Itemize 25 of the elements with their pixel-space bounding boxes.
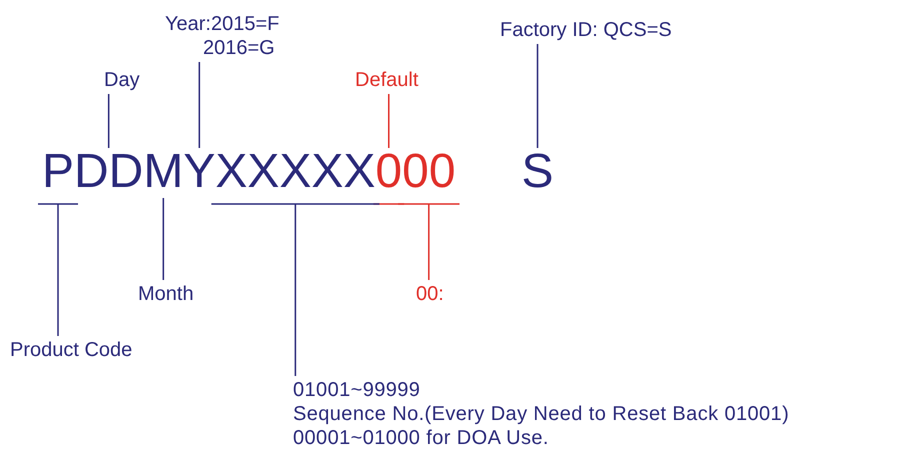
label-text: 01001~99999	[293, 378, 422, 402]
code-characters: Y	[183, 152, 216, 192]
code-characters: S	[522, 152, 554, 192]
leader-line	[108, 94, 110, 148]
leader-line	[397, 203, 460, 281]
label-text: Factory ID: QCS=S	[500, 18, 672, 42]
leader-line	[37, 203, 79, 337]
code-characters: 0	[375, 152, 402, 192]
label-text: Year:2015=F 2016=G	[165, 12, 353, 60]
label-text: Day	[104, 68, 140, 92]
code-characters: P	[42, 152, 74, 192]
label-text: 00001~01000 for DOA Use.	[293, 426, 550, 450]
label-text: Sequence No.(Every Day Need to Reset Back 01001)	[293, 402, 790, 426]
label-text: Default	[355, 68, 418, 92]
leader-line	[198, 62, 200, 148]
label-text: Month	[138, 282, 194, 306]
label-text: 00:	[416, 282, 444, 306]
leader-line	[536, 44, 538, 148]
leader-line	[162, 198, 164, 280]
code-characters: XXXXX	[215, 152, 376, 192]
label-text: Product Code	[10, 338, 132, 362]
code-characters: M	[143, 152, 184, 192]
leader-line	[210, 203, 380, 377]
code-characters: DD	[74, 152, 144, 192]
code-characters: 00	[402, 152, 456, 192]
